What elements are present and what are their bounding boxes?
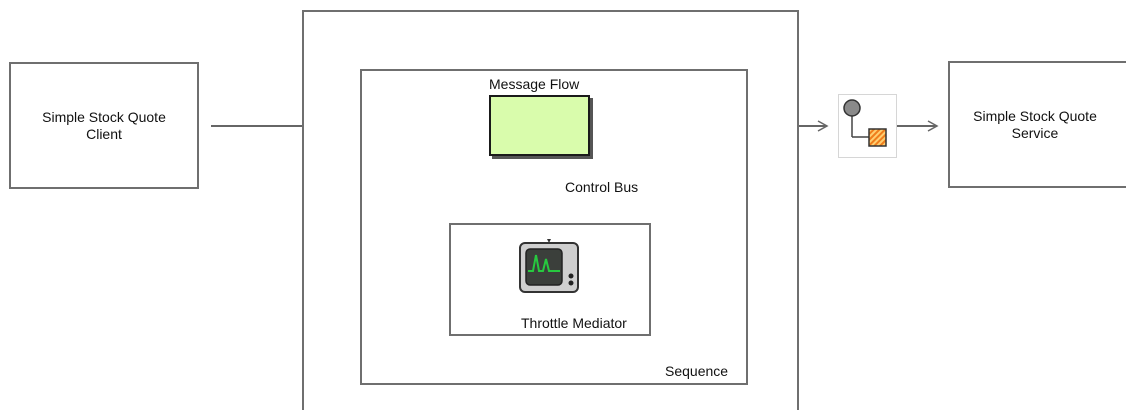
sequence-label: Sequence	[665, 363, 729, 379]
monitor-icon	[519, 239, 579, 293]
message-flow-block	[489, 95, 590, 156]
service-label-line2: Service	[1011, 124, 1059, 141]
control-bus-label: Control Bus	[565, 179, 639, 195]
service-box: Simple Stock Quote Service	[948, 61, 1126, 188]
client-box: Simple Stock Quote Client	[9, 62, 199, 189]
content-based-router-icon	[843, 99, 887, 147]
throttle-mediator-box: Throttle Mediator	[449, 223, 651, 336]
message-flow-label: Message Flow	[489, 76, 580, 92]
throttle-mediator-label: Throttle Mediator	[521, 315, 627, 331]
service-label-line1: Simple Stock Quote	[973, 107, 1097, 124]
content-based-router	[838, 94, 897, 158]
client-label-line1: Simple Stock Quote	[42, 108, 166, 125]
client-label-line2: Client	[86, 125, 122, 142]
